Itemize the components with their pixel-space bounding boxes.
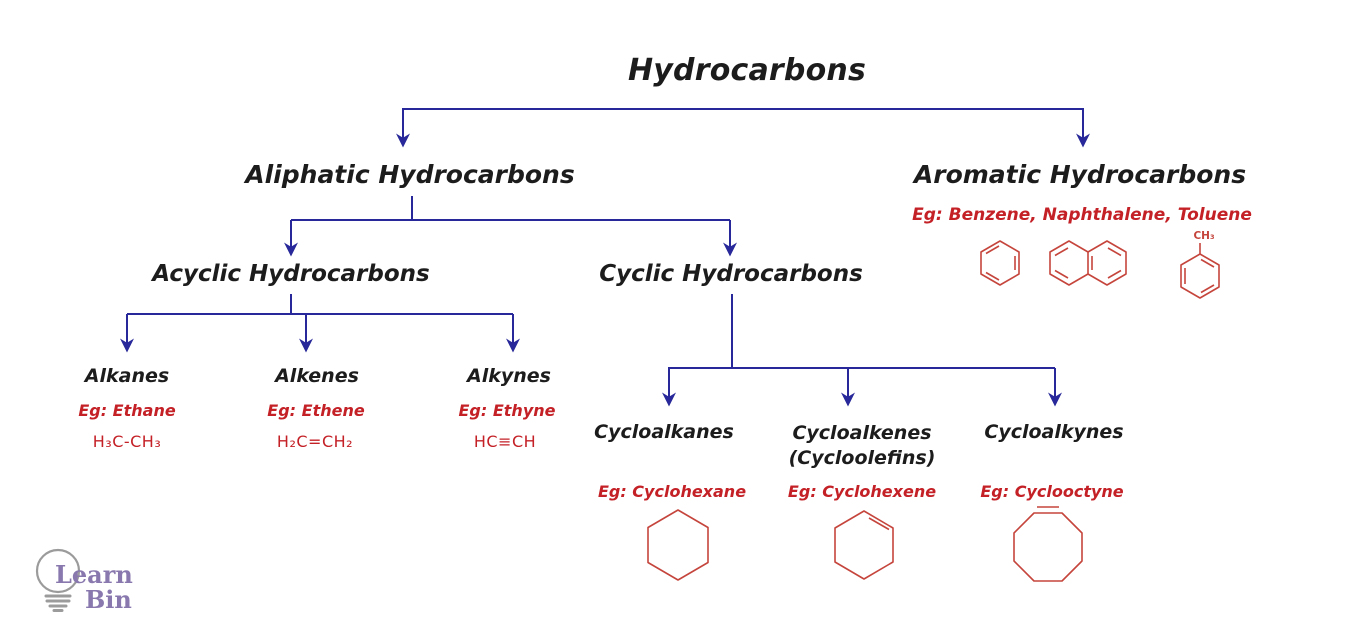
node-cycloalkanes: Cycloalkanes — [594, 421, 734, 443]
cycloalkenes-label: Cycloalkenes — [792, 422, 932, 444]
alkanes-example-text: Eg: Ethane — [78, 401, 176, 420]
cyclohexene-structure — [834, 510, 894, 580]
cycloalkanes-example-text: Eg: Cyclohexane — [597, 482, 747, 501]
aromatic-examples-text: Eg: Benzene, Naphthalene, Toluene — [912, 205, 1252, 225]
learnbin-logo-word1: Learn — [55, 560, 133, 589]
branch-acyclic — [120, 294, 520, 353]
ethane-formula: H₃C-CH₃ — [92, 432, 162, 451]
node-cyclic-hydrocarbons: Cyclic Hydrocarbons — [599, 261, 863, 287]
node-alkenes: Alkenes — [275, 365, 359, 387]
node-hydrocarbons: Hydrocarbons — [627, 53, 867, 88]
benzene-structure — [980, 240, 1020, 286]
cycloalkynes-example-text: Eg: Cyclooctyne — [980, 482, 1124, 501]
node-acyclic-hydrocarbons: Acyclic Hydrocarbons — [152, 261, 430, 287]
learnbin-logo-bulb-icon — [35, 548, 81, 612]
cyclooctyne-structure — [1013, 506, 1083, 582]
cyclohexane-structure — [647, 509, 709, 581]
cycloalkenes-example-text: Eg: Cyclohexene — [787, 482, 937, 501]
node-aliphatic-hydrocarbons: Aliphatic Hydrocarbons — [245, 160, 575, 189]
toluene-structure — [1180, 243, 1220, 299]
branch-cyclic — [662, 294, 1062, 407]
node-alkanes: Alkanes — [84, 365, 170, 387]
node-cycloalkynes: Cycloalkynes — [984, 421, 1124, 443]
branch-aliphatic — [284, 196, 737, 257]
learnbin-logo-word2: Bin — [85, 585, 132, 614]
alkenes-example-text: Eg: Ethene — [267, 401, 365, 420]
ethyne-formula: HC≡CH — [473, 432, 537, 451]
node-aromatic-hydrocarbons: Aromatic Hydrocarbons — [913, 160, 1247, 189]
node-alkynes: Alkynes — [467, 365, 551, 387]
alkynes-example-text: Eg: Ethyne — [458, 401, 556, 420]
naphthalene-structure — [1049, 240, 1127, 286]
ethene-formula: H₂C=CH₂ — [276, 432, 354, 451]
branch-root — [396, 108, 1090, 148]
cycloalkenes-sublabel: (Cycloolefins) — [788, 447, 936, 470]
node-cycloalkenes: Cycloalkenes (Cycloolefins) — [789, 421, 936, 471]
toluene-ch3-label: CH₃ — [1193, 230, 1215, 242]
